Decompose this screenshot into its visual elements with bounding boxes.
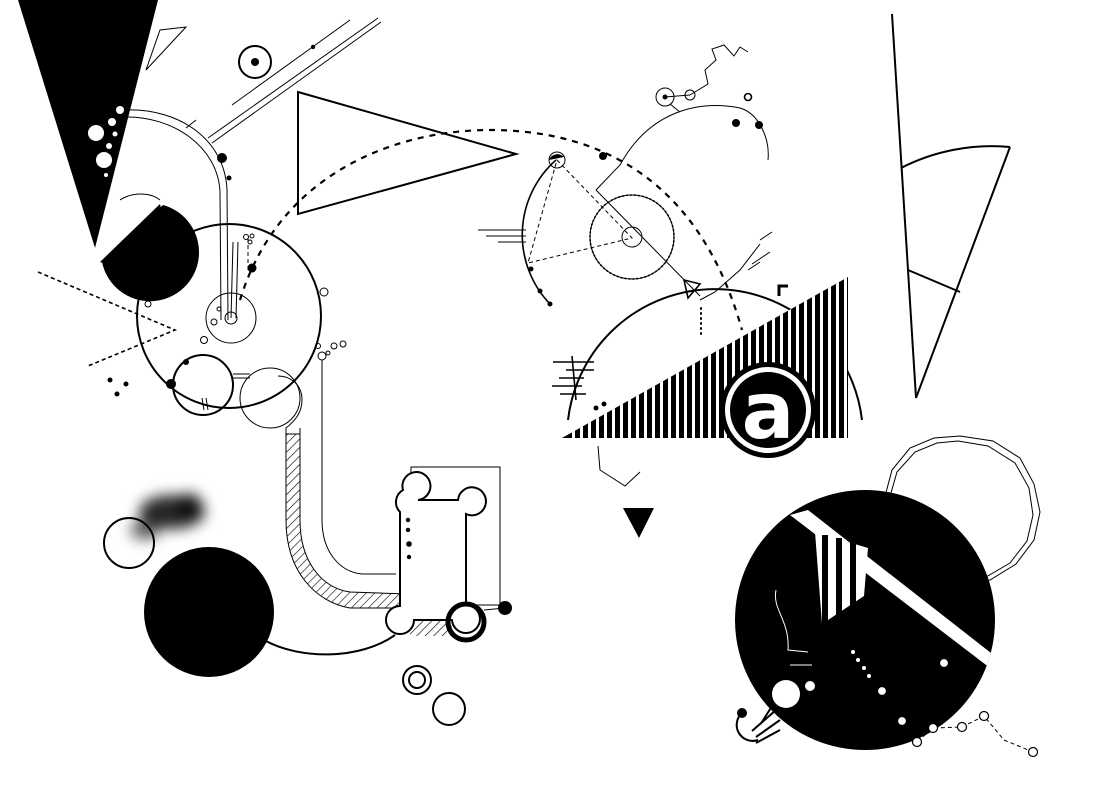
triangle-stripe (796, 277, 799, 438)
diagonal-rails (185, 17, 382, 144)
bottom-small-circle (172, 354, 234, 416)
triangle-stripe (660, 277, 663, 438)
dashed-arc (238, 128, 744, 331)
bone-frame (385, 466, 512, 643)
small-outline-circle-left (103, 517, 155, 569)
triangle-stripe (588, 277, 591, 438)
triangle-stripe (620, 277, 623, 438)
triangle-stripe (636, 277, 639, 438)
triangle-stripe (764, 277, 767, 438)
double-rings (402, 665, 466, 726)
triangle-stripe (772, 277, 775, 438)
triangle-stripe (708, 277, 711, 438)
small-ring-cluster (144, 233, 347, 361)
triangle-stripe (628, 277, 631, 438)
small-outline-triangle (145, 26, 188, 71)
triangle-stripe (612, 277, 615, 438)
triangle-stripe (732, 277, 735, 438)
triangle-stripe (724, 277, 727, 438)
target-circle (238, 45, 272, 79)
triangle-stripe (740, 277, 743, 438)
triangle-stripe (780, 277, 783, 438)
triangle-stripe (788, 277, 791, 438)
wedge-dots (88, 106, 124, 177)
triangle-stripe (596, 277, 599, 438)
triangle-stripe (828, 277, 831, 438)
triangle-stripe (692, 277, 695, 438)
inner-target (205, 241, 257, 344)
triangle-stripe (804, 277, 807, 438)
triangle-stripe (812, 277, 815, 438)
triangle-stripe (700, 277, 703, 438)
glyph-badge: a (720, 362, 816, 458)
corner-check-marks (735, 705, 781, 744)
j-channel (277, 360, 452, 636)
stacked-dash-marks (552, 355, 594, 401)
pendulum-mechanism (478, 44, 773, 336)
triangle-stripe (716, 277, 719, 438)
triangle-stripe (844, 277, 847, 438)
triangle-stripe (604, 277, 607, 438)
triangle-stripe (572, 277, 575, 438)
triangle-stripe (836, 277, 839, 438)
triangle-stripe (644, 277, 647, 438)
pipe-curve (119, 109, 229, 321)
badge-glyph: a (742, 367, 795, 457)
ink-smudge (130, 493, 205, 540)
black-wedge-triangle (18, 0, 158, 248)
triangle-stripe (684, 277, 687, 438)
large-black-circle-left (144, 547, 274, 677)
black-down-triangle (623, 508, 654, 538)
triangle-stripe (748, 277, 751, 438)
circle-inner-cut (774, 510, 995, 678)
large-black-circle-right (735, 490, 995, 750)
tall-sector-shape (891, 13, 1011, 399)
outline-triangle (297, 90, 520, 216)
node-chain (876, 657, 1039, 758)
triangle-stripe (580, 277, 583, 438)
dashed-chevron (37, 271, 178, 367)
triangle-stripe (820, 277, 823, 438)
triangle-stripe (676, 277, 679, 438)
large-outline-circle (136, 223, 322, 409)
triangle-stripe (756, 277, 759, 438)
triangle-stripe (652, 277, 655, 438)
